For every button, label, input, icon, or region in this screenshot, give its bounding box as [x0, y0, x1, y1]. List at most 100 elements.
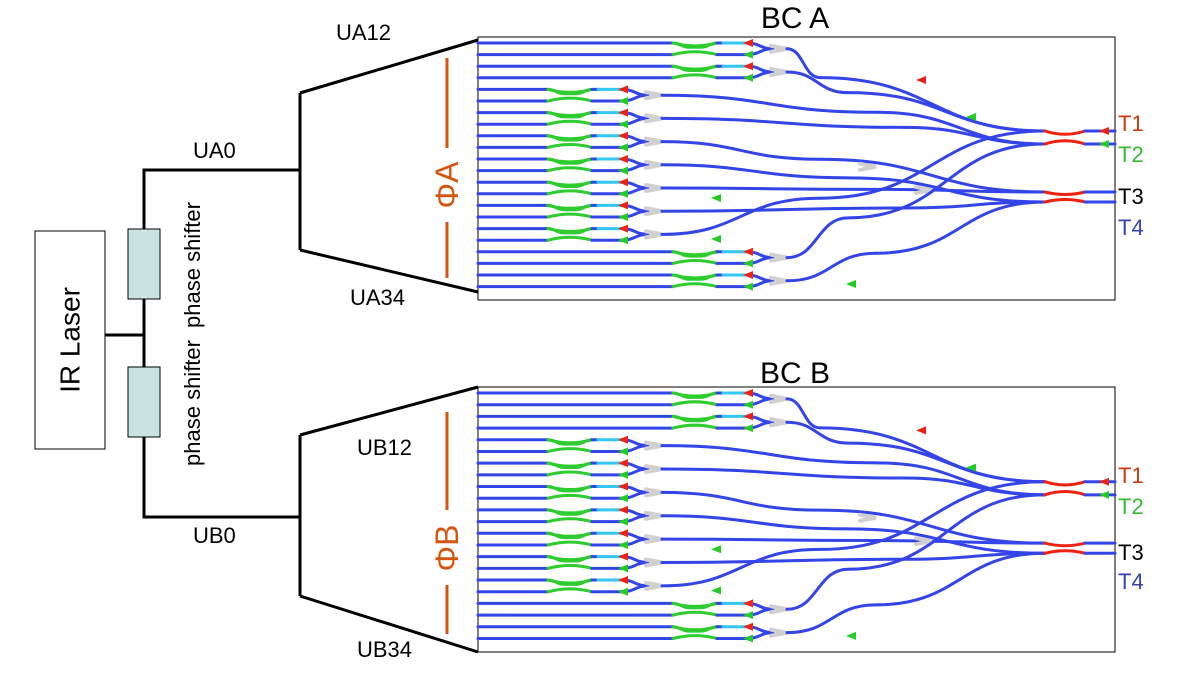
- marker-red: [618, 224, 628, 233]
- bc-a-frame: [477, 36, 1116, 301]
- waveguide: [874, 551, 1047, 607]
- coupler: [671, 625, 719, 632]
- marker-green: [743, 424, 753, 433]
- coupler: [546, 166, 594, 173]
- marker-green: [618, 540, 628, 549]
- marker-green: [711, 194, 721, 202]
- coupler: [671, 601, 719, 608]
- coupler: [546, 143, 594, 149]
- bc-b-circuit: [476, 389, 1117, 643]
- bc-b-output-t4: T4: [1118, 569, 1144, 594]
- waveguide: [785, 603, 878, 635]
- marker-red: [743, 271, 753, 279]
- waveguide: [660, 557, 906, 565]
- coupler: [671, 41, 719, 48]
- waveguide: [785, 47, 822, 80]
- marker-green: [966, 463, 976, 472]
- marker-red: [916, 426, 926, 435]
- output-coupler: [1043, 541, 1087, 548]
- bc-b-output-t2: T2: [1118, 494, 1144, 519]
- waveguide: [785, 251, 878, 283]
- marker-red: [618, 529, 628, 538]
- waveguide: [660, 547, 822, 588]
- bc-b-title: BC B: [760, 357, 830, 390]
- bc-a-circuit: [476, 39, 1117, 291]
- waveguide: [902, 476, 1047, 497]
- output-coupler: [1043, 480, 1087, 487]
- marker-red: [743, 39, 753, 47]
- ir-laser-label: IR Laser: [55, 287, 86, 393]
- marker-red: [618, 552, 628, 561]
- bc-b-frame: [477, 386, 1116, 653]
- ub0-label: UB0: [193, 523, 236, 548]
- marker-red: [618, 505, 628, 514]
- waveguide: [902, 125, 1047, 146]
- waveguide: [818, 480, 1047, 551]
- ua34-line: [299, 248, 479, 294]
- coupler: [546, 212, 594, 219]
- bc-b-output-t1: T1: [1118, 463, 1144, 488]
- marker-red: [1099, 127, 1109, 135]
- waveguide: [660, 163, 850, 180]
- output-coupler: [1043, 549, 1087, 555]
- marker-green: [618, 189, 628, 198]
- bc-a-title: BC A: [761, 2, 829, 35]
- coupler: [671, 273, 719, 280]
- marker-green: [618, 213, 628, 221]
- coupler: [546, 578, 594, 585]
- marker-green: [1099, 490, 1109, 499]
- waveguide: [660, 490, 822, 512]
- marker-red: [618, 178, 628, 187]
- marker-green: [711, 586, 721, 595]
- ub12-label: UB12: [357, 435, 412, 460]
- marker-red: [916, 76, 926, 84]
- splitter: [858, 161, 877, 172]
- phase-shifter-upper-label: phase shifter: [180, 202, 205, 328]
- marker-red: [618, 482, 628, 491]
- waveguide: [660, 444, 878, 465]
- waveguide: [818, 129, 1047, 200]
- coupler: [546, 508, 594, 515]
- marker-green: [743, 400, 753, 409]
- marker-green: [618, 143, 628, 152]
- phase-shifter-upper: [127, 228, 161, 300]
- feed-lines: [105, 38, 479, 654]
- phase-label-b: ΦB: [429, 525, 465, 572]
- marker-green: [743, 259, 753, 268]
- marker-red: [743, 389, 753, 398]
- coupler: [546, 470, 594, 477]
- coupler: [546, 438, 594, 445]
- lower-arm-line: [142, 335, 300, 519]
- coupler: [546, 447, 594, 453]
- ub12-line: [299, 385, 479, 437]
- ub34-label: UB34: [357, 637, 412, 662]
- waveguide: [660, 206, 906, 213]
- coupler: [546, 87, 594, 94]
- coupler: [546, 203, 594, 210]
- coupler: [546, 235, 594, 242]
- coupler: [671, 50, 719, 57]
- coupler: [546, 563, 594, 570]
- marker-red: [743, 622, 753, 631]
- marker-green: [618, 587, 628, 596]
- coupler: [546, 540, 594, 547]
- coupler: [671, 634, 719, 640]
- marker-green: [711, 235, 721, 243]
- marker-red: [618, 85, 628, 94]
- marker-red: [618, 459, 628, 468]
- coupler: [546, 493, 594, 500]
- waveguide: [818, 76, 1047, 133]
- marker-green: [743, 50, 753, 59]
- coupler: [671, 64, 719, 71]
- marker-green: [618, 236, 628, 245]
- waveguide: [785, 216, 850, 260]
- waveguide: [846, 441, 1047, 484]
- coupler: [671, 259, 719, 265]
- coupler: [546, 531, 594, 538]
- marker-red: [1099, 477, 1109, 486]
- marker-green: [966, 113, 976, 121]
- waveguide: [785, 567, 850, 611]
- coupler: [546, 157, 594, 164]
- waveguide: [660, 467, 906, 480]
